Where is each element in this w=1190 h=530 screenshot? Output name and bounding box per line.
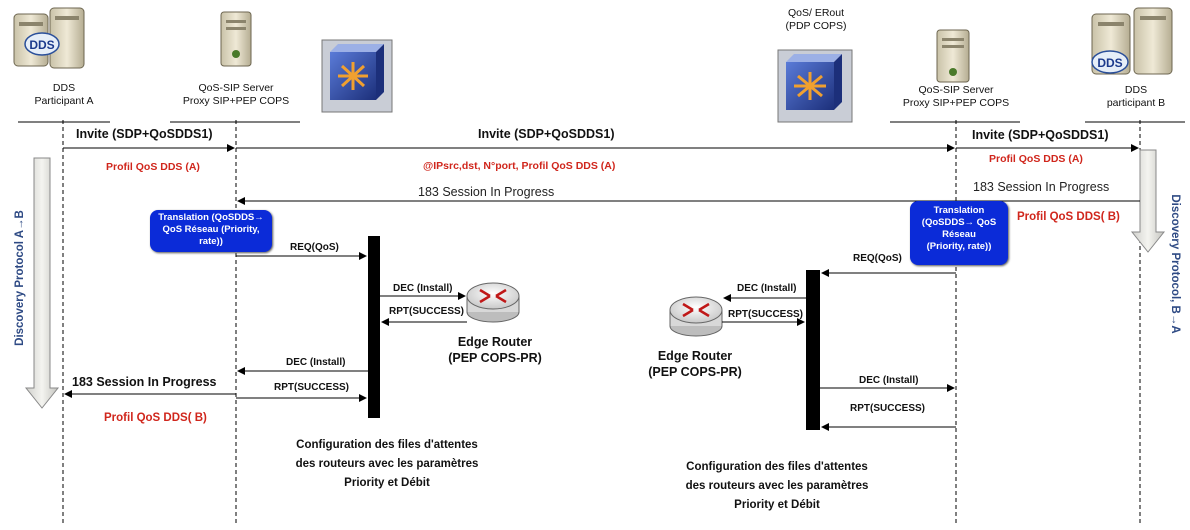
discovery-arrow-left: [24, 157, 60, 409]
msg-dec-1: DEC (Install): [393, 283, 453, 294]
msg-req-left: REQ(QoS): [290, 242, 339, 253]
msg-rpt-2: RPT(SUCCESS): [274, 382, 350, 393]
lifelines: [62, 120, 1141, 525]
msg-183-top: 183 Session In Progress: [418, 185, 555, 199]
actor-dds-b: DDS participant B: [1106, 84, 1166, 109]
sip-a-server-icon: [220, 11, 252, 67]
msg-profil-a-right: Profil QoS DDS (A): [989, 153, 1083, 165]
config-note-left: Configuration des files d'attentes des r…: [295, 439, 479, 489]
msg-183-bottom: 183 Session In Progress: [72, 375, 217, 389]
router-label-right: Edge Router (PEP COPS-PR): [648, 349, 742, 379]
msg-rpt-3: RPT(SUCCESS): [728, 309, 804, 320]
msg-dec-2: DEC (Install): [286, 357, 346, 368]
cops-bar-right: [806, 270, 820, 430]
discovery-label-right: Discovery Protocol, B→A: [1169, 194, 1181, 334]
sip-b-server-icon: [936, 29, 970, 83]
pdp-cube-icon-left: [321, 39, 393, 113]
actor-sip-b: QoS-SIP Server Proxy SIP+PEP COPS: [902, 84, 1010, 109]
msg-rpt-1: RPT(SUCCESS): [389, 306, 465, 317]
actor-sip-a: QoS-SIP Server Proxy SIP+PEP COPS: [182, 82, 290, 107]
edge-router-icon-right: [669, 296, 723, 337]
msg-dec-3: DEC (Install): [737, 283, 797, 294]
msg-invite-2: Invite (SDP+QoSDDS1): [478, 127, 615, 141]
router-label-left: Edge Router (PEP COPS-PR): [448, 335, 542, 365]
discovery-arrow-right: [1130, 149, 1166, 253]
msg-invite-1: Invite (SDP+QoSDDS1): [76, 127, 213, 141]
edge-router-icon-left: [466, 282, 520, 323]
discovery-label-left: Discovery Protocol A→B: [14, 210, 26, 346]
msg-ipsrc: @IPsrc,dst, N°port, Profil QoS DDS (A): [423, 160, 616, 172]
msg-dec-4: DEC (Install): [859, 375, 919, 386]
dds-b-server-icon: DDS: [1091, 7, 1173, 75]
msg-183-right: 183 Session In Progress: [973, 180, 1110, 194]
actor-dds-a: DDS Participant A: [34, 82, 94, 107]
dds-badge-a: DDS: [29, 38, 54, 52]
msg-profil-a-left: Profil QoS DDS (A): [106, 161, 200, 173]
config-note-right: Configuration des files d'attentes des r…: [685, 461, 869, 511]
actor-pdp: QoS/ ERout (PDP COPS): [785, 7, 847, 32]
dds-a-server-icon: DDS: [13, 7, 85, 69]
dds-badge-b: DDS: [1097, 56, 1122, 70]
translation-box-right: Translation (QoSDDS→ QoS Réseau (Priorit…: [910, 201, 1008, 265]
msg-req-right: REQ(QoS): [853, 253, 902, 264]
pdp-cube-icon-right: [777, 49, 853, 123]
msg-profil-b-right: Profil QoS DDS( B): [1017, 211, 1120, 223]
translation-box-left: Translation (QoSDDS→ QoS Réseau (Priorit…: [150, 210, 272, 252]
cops-bar-left: [368, 236, 380, 418]
msg-rpt-4: RPT(SUCCESS): [850, 403, 926, 414]
msg-profil-b-left: Profil QoS DDS( B): [104, 412, 207, 424]
msg-invite-3: Invite (SDP+QoSDDS1): [972, 128, 1109, 142]
